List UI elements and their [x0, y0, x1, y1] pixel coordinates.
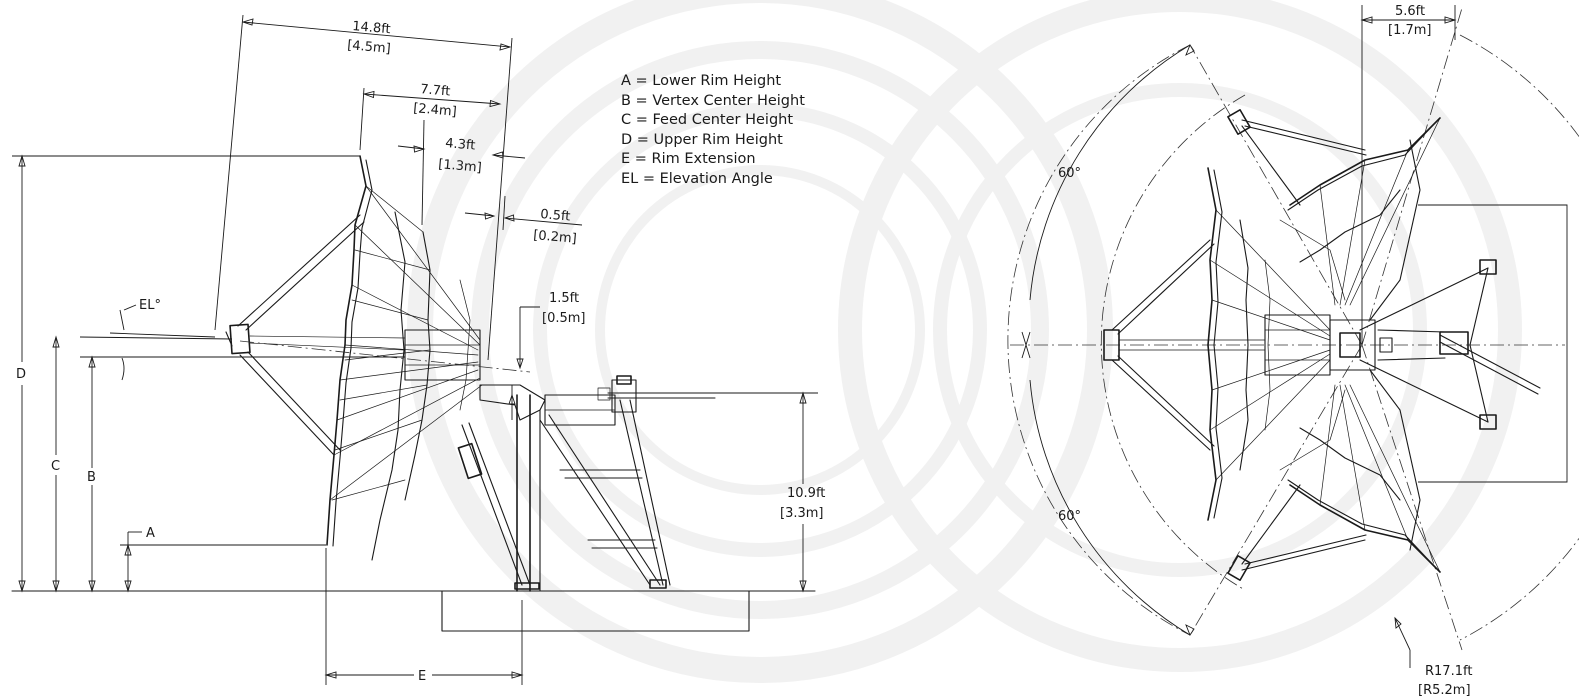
dim-radius: R17.1ft [R5.2m] — [1394, 616, 1472, 698]
dim-inner-width: 4.3ft [1.3m] — [397, 119, 526, 226]
rotation-arc-outer — [1007, 44, 1191, 636]
dim-inner-width-ft: 4.3ft — [445, 136, 476, 154]
boresight-line — [239, 340, 531, 373]
watermark-logo — [407, 0, 1522, 683]
legend-item-a: A = Lower Rim Height — [621, 73, 781, 89]
dim-letter-b: B — [87, 355, 96, 593]
legend-item-b: B = Vertex Center Height — [621, 93, 805, 109]
dim-rim-offset-ft: 0.5ft — [540, 207, 571, 225]
feed-support-side — [225, 214, 406, 456]
letter-c: C — [51, 459, 60, 474]
dim-letter-a: A — [124, 526, 155, 593]
letter-b: B — [87, 470, 96, 485]
dim-feed-offset-m: [0.5m] — [542, 311, 585, 326]
dim-axis-height-ft: 10.9ft — [787, 486, 825, 501]
dim-inner-width-m: [1.3m] — [438, 157, 483, 176]
legend-item-el: EL = Elevation Angle — [621, 171, 773, 187]
pedestal-top — [1329, 259, 1541, 430]
letter-el: EL° — [139, 298, 161, 313]
dim-elevation-angle: EL° — [119, 298, 161, 381]
letter-e: E — [418, 669, 426, 684]
dim-overall-width: 14.8ft [4.5m] — [214, 14, 513, 361]
reflector-top-center — [1103, 167, 1331, 521]
dim-mid-width: 7.7ft [2.4m] — [359, 82, 502, 151]
foundation-pad — [441, 590, 750, 632]
dim-letter-d: D — [16, 154, 26, 593]
legend: A = Lower Rim Height B = Vertex Center H… — [621, 73, 805, 187]
dim-top-width-m: [1.7m] — [1388, 23, 1431, 38]
angle-upper-label: 60° — [1058, 166, 1081, 181]
pedestal-side — [457, 375, 716, 592]
legend-item-d: D = Upper Rim Height — [621, 132, 783, 148]
dim-overall-width-m: [4.5m] — [347, 38, 392, 57]
footprint-bracket — [1418, 204, 1568, 483]
dim-mid-width-m: [2.4m] — [413, 101, 458, 120]
dim-overall-width-ft: 14.8ft — [352, 19, 392, 37]
dim-top-width: 5.6ft [1.7m] — [1360, 4, 1457, 38]
dim-letter-c: C — [51, 335, 60, 593]
top-view: 5.6ft [1.7m] 60° 60° R17.1ft [R5.2m] — [1007, 4, 1579, 698]
side-view: 14.8ft [4.5m] 7.7ft [2.4m] 4.3ft [1.3m] — [11, 14, 825, 685]
dim-axis-height: 10.9ft [3.3m] — [715, 391, 825, 593]
dim-letter-e: E — [324, 548, 524, 685]
angle-lower-label: 60° — [1058, 509, 1081, 524]
reflector-top-lower — [1227, 369, 1441, 581]
dim-feed-offset: 1.5ft [0.5m] — [508, 291, 585, 420]
dim-rim-offset-m: [0.2m] — [533, 228, 578, 247]
dim-radius-ft: R17.1ft — [1425, 664, 1472, 679]
letter-a: A — [146, 526, 155, 541]
letter-d: D — [16, 367, 26, 382]
dim-mid-width-ft: 7.7ft — [420, 82, 451, 100]
dim-rim-offset: 0.5ft [0.2m] — [464, 195, 583, 247]
dim-radius-m: [R5.2m] — [1418, 683, 1471, 698]
dim-axis-height-m: [3.3m] — [780, 506, 823, 521]
legend-item-e: E = Rim Extension — [621, 151, 756, 167]
dim-feed-offset-ft: 1.5ft — [549, 291, 579, 306]
dim-top-width-ft: 5.6ft — [1395, 4, 1425, 19]
legend-item-c: C = Feed Center Height — [621, 112, 793, 128]
reflector-top-upper — [1227, 109, 1441, 321]
reflector-side — [326, 155, 483, 561]
